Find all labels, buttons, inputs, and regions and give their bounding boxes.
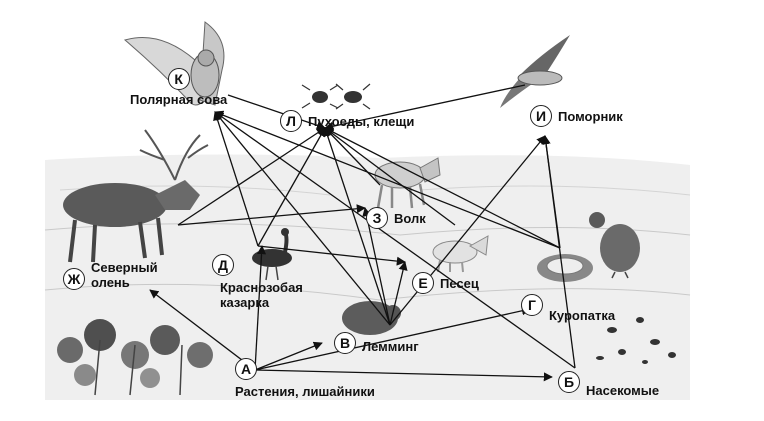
arrow-A-to-V	[254, 341, 323, 371]
node-goose: Д Краснозобая казарка	[212, 254, 303, 310]
node-insects: Б Насекомые	[558, 365, 659, 398]
node-badge-insects: Б	[558, 370, 580, 393]
node-badge-skua: И	[530, 105, 552, 127]
arrow-K-to-L	[227, 94, 326, 130]
skua-illustration	[500, 35, 570, 108]
arrow-D-to-E	[257, 245, 406, 266]
node-badge-goose: Д	[212, 254, 234, 276]
node-badge-plants: А	[235, 358, 257, 380]
arrow-V-to-K	[214, 111, 391, 326]
arrow-A-to-Zh	[149, 289, 256, 371]
arrow-V-to-L	[323, 127, 391, 326]
reindeer-illustration	[63, 129, 209, 263]
node-label-skua: Поморник	[558, 108, 623, 124]
arrow-D-to-K	[213, 111, 259, 247]
node-badge-reindeer: Ж	[63, 268, 85, 290]
arrow-E-to-L	[324, 127, 456, 226]
arrow-D-to-L	[257, 127, 326, 247]
node-skua: И Поморник	[530, 105, 623, 127]
node-mites: Л Пухоеды, клещи	[280, 110, 414, 132]
wolf-illustration	[374, 157, 441, 209]
node-label-wolf: Волк	[394, 210, 426, 226]
arrow-Z-to-L	[324, 127, 381, 186]
arrow-A-to-B	[254, 369, 553, 382]
node-label-goose-line2: казарка	[220, 295, 270, 310]
arrow-A-to-G	[254, 306, 531, 371]
node-label-mites: Пухоеды, клещи	[308, 113, 415, 129]
arrow-V-to-I	[389, 135, 546, 326]
node-reindeer: Ж Северный олень	[63, 260, 158, 290]
node-label-fox: Песец	[440, 275, 479, 291]
arrow-B-to-K	[214, 111, 576, 369]
arrow-V-to-Z	[362, 207, 391, 326]
node-label-insects: Насекомые	[586, 383, 660, 398]
arrow-G-to-L	[324, 127, 561, 249]
node-plants: А Растения, лишайники	[235, 358, 375, 399]
arrow-G-to-K	[214, 110, 561, 249]
node-badge-lemming: В	[334, 332, 356, 354]
node-lemming: В Лемминг	[334, 332, 419, 354]
node-badge-ptarmigan: Г	[521, 293, 543, 316]
node-fox: Е Песец	[412, 272, 479, 294]
node-label-reindeer-line2: олень	[91, 275, 130, 290]
arrow-A-to-D	[254, 245, 267, 371]
food-web-arrows	[149, 84, 576, 382]
mites-illustration	[301, 83, 371, 110]
plants-lichens-illustration	[57, 319, 213, 396]
arrow-I-to-L	[324, 84, 526, 131]
node-label-lemming: Лемминг	[362, 338, 419, 354]
node-owl: К Полярная сова	[130, 68, 227, 107]
node-label-ptarmigan: Куропатка	[549, 308, 616, 323]
ptarmigan-illustration	[537, 212, 640, 282]
arrow-Zh-to-Z	[177, 204, 366, 226]
arrow-Zh-to-L	[177, 127, 326, 226]
node-label-reindeer-line1: Северный	[91, 260, 158, 275]
node-badge-fox: Е	[412, 272, 434, 294]
node-label-plants: Растения, лишайники	[235, 384, 375, 399]
node-label-goose-line1: Краснозобая	[220, 280, 303, 295]
arrow-B-to-I	[541, 135, 576, 369]
node-badge-mites: Л	[280, 110, 302, 132]
tundra-background	[44, 154, 691, 400]
node-ptarmigan: Г Куропатка	[521, 286, 615, 323]
node-label-owl: Полярная сова	[130, 92, 228, 107]
insects-illustration	[596, 317, 676, 364]
node-wolf: З Волк	[366, 207, 426, 229]
node-badge-owl: К	[167, 68, 190, 90]
arrow-V-to-E	[389, 261, 408, 326]
node-badge-wolf: З	[366, 207, 388, 229]
